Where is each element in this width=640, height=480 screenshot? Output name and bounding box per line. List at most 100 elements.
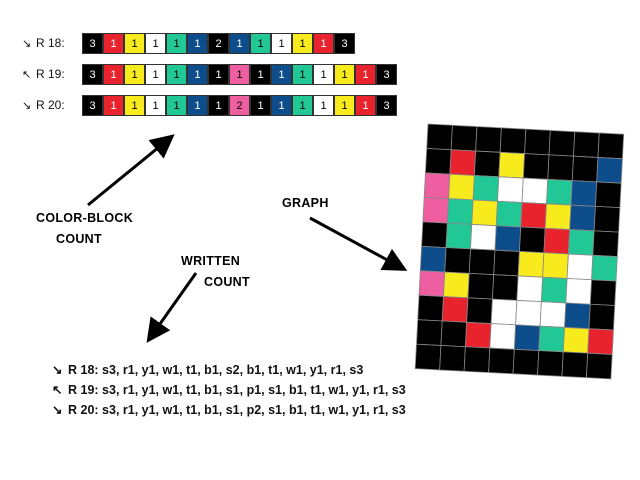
graph-cell [422,196,450,224]
graph-cell [493,249,520,277]
color-cell: 1 [355,95,376,116]
graph-cell [538,325,565,353]
graph-cell [497,176,524,203]
graph-cell [471,199,498,227]
color-cell: 1 [187,95,208,116]
graph-cell [566,253,594,281]
graph-cell [537,350,564,377]
graph-cell [473,150,501,178]
color-cell: 1 [292,95,313,116]
graph-cell [570,180,598,207]
graph-cell [522,153,550,180]
graph-cell [594,181,622,209]
color-cell: 1 [229,33,250,54]
direction-arrow-icon: ↘ [52,403,63,417]
graph-cell [464,321,492,349]
graph-cell [544,203,572,230]
graph-cell [546,178,573,206]
color-cell: 3 [376,95,397,116]
arrow-written [146,272,198,343]
color-cell: 1 [313,95,334,116]
arrow-color-block [87,134,175,207]
color-cell: 1 [124,64,145,85]
direction-arrow-icon: ↘ [22,100,32,112]
graph-cell [466,297,493,324]
graph-cell [426,123,453,151]
graph-cell [441,296,469,323]
graph-cell [444,247,471,274]
graph-cell [494,225,522,252]
graph-cell [592,230,620,258]
color-cell: 3 [82,64,103,85]
graph-cell [445,222,473,250]
color-cell: 1 [187,33,208,54]
graph-cell [513,324,541,352]
graph-cell [498,151,526,179]
row-label-20: ↘R 20: [22,98,65,112]
graph-cell [512,348,540,376]
color-cell: 1 [103,95,124,116]
color-cell: 1 [103,33,124,54]
written-row-20: ↘R 20: s3, r1, y1, w1, t1, b1, s1, p2, s… [52,403,406,417]
graph-cell [446,198,474,225]
graph-cell [542,252,569,279]
graph-cell [586,352,613,380]
graph-cell [539,301,567,328]
graph-cell [547,154,574,182]
graph-cell [418,270,446,297]
color-cell: 1 [166,33,187,54]
color-cell: 3 [82,95,103,116]
graph-cell [588,303,616,331]
graph-cell [517,251,545,278]
direction-arrow-icon: ↖ [52,383,63,397]
caption-written: WRITTEN [181,254,241,268]
graph-cell [587,328,614,355]
graph-cell [564,302,591,330]
graph-cell [589,279,617,306]
graph-cell [495,200,523,228]
graph-cell [443,271,470,299]
graph-cell [448,173,475,201]
color-cell: 1 [103,64,124,85]
written-row-18: ↘R 18: s3, r1, y1, w1, t1, b1, s2, b1, t… [52,363,364,377]
graph-cell [439,345,466,372]
direction-arrow-icon: ↖ [22,69,32,81]
written-row-19: ↖R 19: s3, r1, y1, w1, t1, b1, s1, p1, s… [52,383,406,397]
color-cell: 1 [187,64,208,85]
graph-cell [492,274,519,301]
color-cell: 1 [229,64,250,85]
color-cell: 1 [292,33,313,54]
graph-cell [421,221,448,249]
caption-written-count: COUNT [204,275,250,289]
graph-cell [524,128,551,156]
graph-cell [548,129,576,157]
direction-arrow-icon: ↘ [22,38,32,50]
direction-arrow-icon: ↘ [52,363,63,377]
color-cell: 2 [208,33,229,54]
graph-cell [423,172,451,200]
graph-cell [475,126,502,153]
graph-cell [488,347,515,375]
graph-cell [449,149,477,176]
caption-color-block: COLOR-BLOCK [36,211,134,225]
color-cell: 1 [355,64,376,85]
color-cell: 2 [229,95,250,116]
graph-cell [414,343,442,371]
color-cell: 1 [208,95,229,116]
graph-cell [562,327,590,354]
color-cell: 1 [250,33,271,54]
color-cell: 1 [145,95,166,116]
graph-cell [470,224,497,251]
graph-cell [591,254,618,282]
caption-color-block-count: COUNT [56,232,102,246]
color-cell: 1 [334,95,355,116]
graph-cell [573,131,600,158]
color-cell: 1 [271,95,292,116]
graph-cell [472,175,500,202]
graph-cell [593,205,621,233]
color-cell: 1 [145,33,166,54]
color-cell: 3 [82,33,103,54]
color-cell: 1 [208,64,229,85]
